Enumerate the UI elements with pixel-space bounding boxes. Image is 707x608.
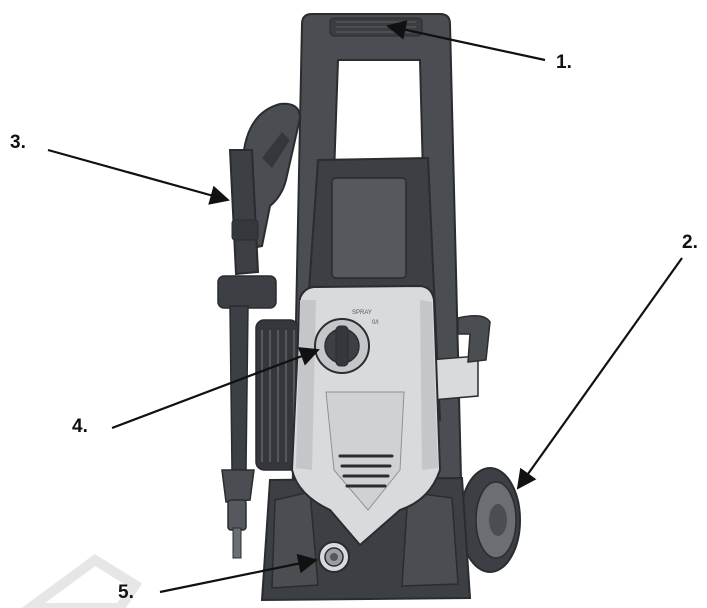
spray-gun [217, 102, 302, 559]
callout-5: 5. [118, 553, 318, 603]
on-off-dial: SPRAY 0/I [314, 310, 379, 374]
callout-4: 4. [72, 347, 320, 437]
watermark [21, 553, 142, 608]
callout-label-1: 1. [556, 52, 572, 73]
callout-label-5: 5. [118, 582, 134, 603]
callout-2: 2. [516, 232, 698, 490]
dial-label-top: SPRAY [352, 310, 372, 316]
callout-label-3: 3. [10, 132, 26, 153]
callout-3: 3. [10, 132, 230, 205]
water-outlet [318, 541, 350, 573]
callout-label-2: 2. [682, 232, 698, 253]
pressure-washer-illustration: SPRAY 0/I [217, 13, 521, 602]
callout-label-4: 4. [72, 416, 88, 437]
wheel [459, 467, 521, 573]
dial-label-right: 0/I [372, 320, 379, 326]
hose-coil [255, 319, 299, 471]
callout-1: 1. [386, 20, 572, 73]
vent-slots [338, 454, 394, 488]
